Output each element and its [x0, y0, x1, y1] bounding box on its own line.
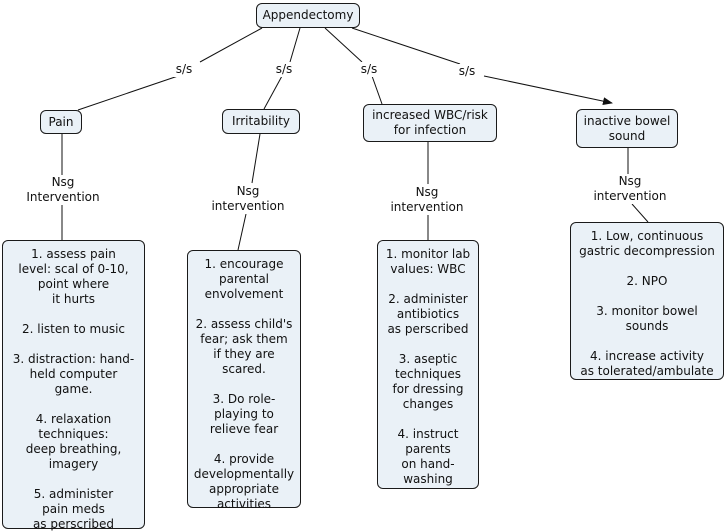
concept-irritability[interactable]: Irritability: [222, 109, 300, 134]
intervention-item: 3. distraction: hand- held computer game…: [12, 352, 135, 396]
intervention-list-bowel[interactable]: 1. Low, continuous gastric decompression…: [570, 222, 724, 380]
intervention-item: 3. Do role- playing to relieve fear: [209, 392, 279, 436]
link-nsg-pain: Nsg Intervention: [18, 175, 108, 205]
edge-root-to-ss-wbc: [324, 27, 363, 63]
edge-ss-to-pain: [77, 75, 179, 111]
edge-nsg-to-bowel-list: [631, 203, 649, 223]
concept-wbc-infection-label: increased WBC/risk for infection: [372, 108, 488, 137]
link-nsg-bowel: Nsg intervention: [585, 174, 675, 204]
edge-nsg-to-irritability-list: [237, 213, 247, 251]
intervention-item: 4. provide developmentally appropriate a…: [193, 452, 295, 511]
intervention-item: 1. encourage parental envolvement: [204, 257, 284, 301]
edge-ss-to-irritability: [263, 75, 283, 110]
intervention-list-wbc[interactable]: 1. monitor lab values: WBC 2. administer…: [377, 240, 479, 489]
intervention-item: 4. instruct parents on hand- washing: [397, 427, 459, 486]
intervention-item: 1. assess pain level: scal of 0-10, poin…: [18, 247, 129, 306]
intervention-list-irritability[interactable]: 1. encourage parental envolvement 2. ass…: [187, 250, 301, 511]
intervention-item: 4. increase activity as tolerated/ambula…: [580, 349, 714, 378]
intervention-item: 2. assess child's fear; ask them if they…: [195, 317, 293, 376]
concept-irritability-label: Irritability: [231, 114, 290, 128]
concept-pain-label: Pain: [48, 114, 74, 129]
edge-irritability-to-nsg: [251, 133, 261, 184]
intervention-list-pain[interactable]: 1. assess pain level: scal of 0-10, poin…: [2, 240, 145, 531]
intervention-item: 3. monitor bowel sounds: [596, 304, 698, 333]
intervention-item: 2. listen to music: [21, 322, 126, 336]
concept-inactive-bowel-sound-label: inactive bowel sound: [583, 113, 671, 143]
intervention-item: 2. NPO: [626, 274, 668, 288]
edge-root-to-ss-bowel: [351, 27, 461, 65]
intervention-item: 2. administer antibiotics as perscribed: [387, 292, 469, 336]
link-ss-irritability: s/s: [272, 62, 296, 77]
concept-inactive-bowel-sound[interactable]: inactive bowel sound: [576, 109, 678, 148]
intervention-item: 1. monitor lab values: WBC: [385, 247, 471, 276]
intervention-item: 3. aseptic techniques for dressing chang…: [392, 352, 464, 411]
root-concept-label: Appendectomy: [262, 8, 354, 22]
edge-ss-to-wbc: [371, 75, 383, 105]
intervention-item: 5. administer pain meds as perscribed: [32, 487, 115, 531]
concept-pain[interactable]: Pain: [40, 110, 82, 134]
intervention-item: 1. Low, continuous gastric decompression: [579, 229, 715, 258]
intervention-item: 4. relaxation techniques: deep breathing…: [25, 412, 122, 471]
link-nsg-irritability: Nsg intervention: [203, 184, 293, 214]
root-concept[interactable]: Appendectomy: [256, 3, 360, 28]
edge-root-to-ss-pain: [199, 27, 263, 63]
link-ss-pain: s/s: [172, 62, 196, 77]
edge-root-to-ss-irritability: [289, 27, 301, 63]
edge-ss-to-bowel: [483, 75, 613, 106]
link-ss-bowel: s/s: [455, 64, 479, 79]
concept-wbc-infection[interactable]: increased WBC/risk for infection: [363, 104, 497, 142]
link-nsg-wbc: Nsg intervention: [382, 185, 472, 215]
link-ss-wbc: s/s: [357, 62, 381, 77]
